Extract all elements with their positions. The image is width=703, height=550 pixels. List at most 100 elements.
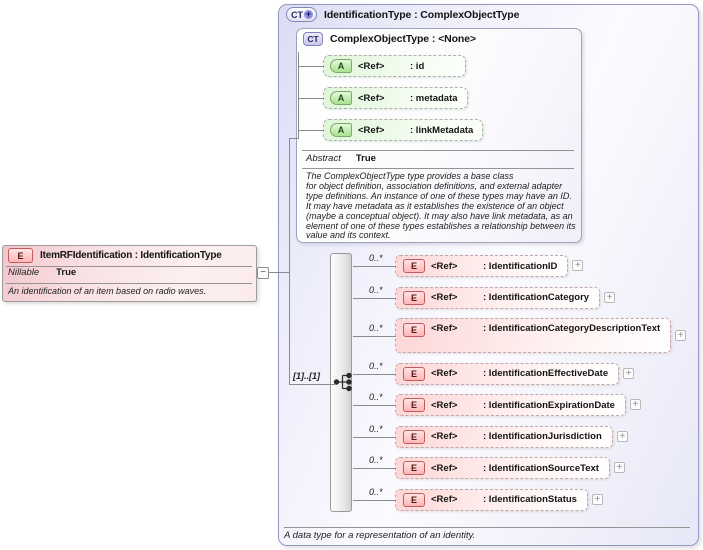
cardinality-label: 0..* bbox=[369, 253, 383, 263]
connector-line bbox=[353, 499, 396, 501]
cardinality-label: 0..* bbox=[369, 322, 383, 333]
ref-label: <Ref> bbox=[358, 124, 385, 136]
expand-button[interactable]: + bbox=[604, 291, 616, 303]
attribute-name: : linkMetadata bbox=[410, 124, 474, 136]
cardinality-label: 0..* bbox=[369, 360, 383, 371]
connector-line bbox=[353, 405, 396, 406]
element-row[interactable]: 0..* E <Ref> : IdentificationJurisdictio… bbox=[353, 424, 628, 448]
element-row[interactable]: 0..* E <Ref> : IdentificationSourceText … bbox=[353, 455, 625, 479]
ref-label: <Ref> bbox=[358, 60, 385, 72]
element-row[interactable]: 0..* E <Ref> : IdentificationID + bbox=[353, 253, 584, 277]
identification-type-header: CT+ IdentificationType : ComplexObjectTy… bbox=[286, 7, 519, 22]
attribute-row[interactable]: A <Ref> : linkMetadata bbox=[299, 119, 484, 141]
cardinality-label: 0..* bbox=[369, 284, 383, 295]
ref-label: <Ref> bbox=[358, 92, 385, 104]
divider bbox=[6, 266, 252, 267]
element-icon: E bbox=[403, 259, 425, 273]
connector-line bbox=[353, 373, 396, 375]
connector-line bbox=[353, 436, 396, 438]
element-row[interactable]: 0..* E <Ref> : IdentificationEffectiveDa… bbox=[353, 361, 635, 385]
connector-line bbox=[353, 468, 396, 469]
attribute-row[interactable]: A <Ref> : metadata bbox=[299, 87, 468, 109]
divider bbox=[284, 527, 690, 528]
attribute-row[interactable]: A <Ref> : id bbox=[299, 55, 466, 77]
cardinality-label: 0..* bbox=[369, 486, 383, 497]
attribute-icon: A bbox=[330, 91, 352, 105]
connector-line bbox=[289, 384, 336, 385]
cardinality-label: 0..* bbox=[369, 392, 383, 402]
expand-button[interactable]: + bbox=[629, 399, 641, 410]
ref-label: <Ref> bbox=[431, 260, 458, 272]
nillable-label: Nillable bbox=[8, 267, 40, 278]
element-name: : IdentificationCategoryDescriptionText bbox=[483, 323, 661, 334]
ref-label: <Ref> bbox=[431, 368, 458, 379]
sequence-cardinality-label: [1]..[1] bbox=[293, 371, 320, 381]
nillable-property-row: Nillable True bbox=[8, 267, 76, 278]
abstract-property-row: Abstract True bbox=[306, 153, 376, 164]
expand-button[interactable]: + bbox=[616, 430, 628, 442]
attribute-name: : id bbox=[410, 60, 425, 72]
ref-label: <Ref> bbox=[431, 494, 458, 505]
sequence-group-icon bbox=[333, 372, 352, 392]
expand-button[interactable]: + bbox=[613, 462, 625, 473]
element-icon: E bbox=[403, 398, 425, 412]
ref-label: <Ref> bbox=[431, 462, 458, 474]
connector-line bbox=[289, 138, 290, 384]
attribute-icon: A bbox=[330, 59, 352, 73]
nillable-value: True bbox=[56, 267, 77, 278]
element-row[interactable]: 0..* E <Ref> : IdentificationCategoryDes… bbox=[353, 318, 687, 353]
element-list: 0..* E <Ref> : IdentificationID + 0..* E… bbox=[353, 253, 687, 511]
connector-line bbox=[353, 266, 396, 267]
attribute-list: A <Ref> : id A <Ref> : metadata A <Ref> … bbox=[299, 55, 484, 141]
connector-line bbox=[298, 52, 299, 138]
abstract-label: Abstract bbox=[306, 153, 341, 164]
item-rf-identification-box[interactable] bbox=[2, 245, 257, 302]
element-name: : IdentificationSourceText bbox=[483, 462, 599, 474]
attribute-icon: A bbox=[330, 123, 352, 137]
expand-button[interactable]: + bbox=[591, 493, 603, 505]
base-type-header: CT ComplexObjectType : <None> bbox=[303, 32, 476, 46]
complex-type-icon-label: CT bbox=[291, 9, 303, 20]
attribute-name: : metadata bbox=[410, 92, 458, 104]
element-name: : IdentificationStatus bbox=[483, 494, 577, 505]
base-type-description: The ComplexObjectType type provides a ba… bbox=[306, 171, 576, 241]
element-row[interactable]: 0..* E <Ref> : IdentificationStatus + bbox=[353, 487, 603, 511]
connector-line bbox=[289, 138, 299, 139]
ref-label: <Ref> bbox=[431, 323, 458, 334]
collapse-button[interactable]: − bbox=[257, 267, 269, 279]
element-description: An identification of an item based on ra… bbox=[8, 286, 207, 296]
divider bbox=[302, 168, 574, 169]
connector-line bbox=[299, 66, 324, 67]
item-rf-identification-header: E ItemRFIdentification : IdentificationT… bbox=[8, 248, 222, 263]
element-icon: E bbox=[403, 323, 425, 337]
ref-label: <Ref> bbox=[431, 399, 458, 411]
element-icon: E bbox=[8, 248, 33, 263]
complex-type-plus-icon: CT+ bbox=[286, 7, 317, 22]
cardinality-label: 0..* bbox=[369, 423, 383, 434]
divider bbox=[6, 283, 252, 284]
expand-button[interactable]: + bbox=[675, 329, 687, 341]
connector-line bbox=[299, 98, 324, 99]
element-icon: E bbox=[403, 366, 425, 381]
connector-line bbox=[353, 297, 396, 299]
expand-button[interactable]: + bbox=[572, 260, 584, 271]
plus-badge-icon: + bbox=[304, 9, 313, 19]
element-icon: E bbox=[403, 492, 425, 507]
ref-label: <Ref> bbox=[431, 292, 458, 303]
expand-button[interactable]: + bbox=[623, 367, 635, 379]
element-name: : IdentificationCategory bbox=[483, 292, 590, 303]
element-name: : IdentificationExpirationDate bbox=[483, 399, 615, 411]
element-row[interactable]: 0..* E <Ref> : IdentificationExpirationD… bbox=[353, 392, 641, 416]
divider bbox=[302, 150, 574, 151]
connector-line bbox=[269, 272, 290, 273]
element-icon: E bbox=[403, 290, 425, 305]
element-name: : IdentificationID bbox=[483, 260, 558, 272]
element-row[interactable]: 0..* E <Ref> : IdentificationCategory + bbox=[353, 285, 616, 309]
element-icon: E bbox=[403, 461, 425, 475]
connector-line bbox=[299, 130, 324, 131]
abstract-value: True bbox=[355, 153, 376, 164]
element-title: ItemRFIdentification : IdentificationTyp… bbox=[40, 250, 222, 261]
element-icon: E bbox=[403, 429, 425, 444]
base-type-title: ComplexObjectType : <None> bbox=[330, 33, 476, 45]
element-name: : IdentificationJurisdiction bbox=[483, 431, 602, 442]
